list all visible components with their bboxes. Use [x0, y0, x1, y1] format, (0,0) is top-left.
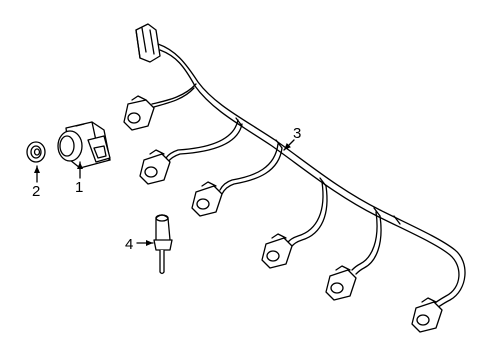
callout-4: 4 — [125, 236, 133, 253]
harness-connector-1 — [123, 95, 155, 131]
harness-connector-2 — [139, 149, 171, 185]
grommet-ring — [26, 141, 46, 163]
temperature-sensor — [153, 214, 173, 275]
parking-sensor — [57, 121, 111, 169]
harness-connector-6 — [411, 297, 443, 333]
leader-line-3 — [283, 139, 295, 151]
wiring-harness — [123, 23, 466, 333]
callout-1: 1 — [75, 179, 83, 196]
harness-connector-3 — [191, 181, 223, 217]
harness-connector-4 — [261, 233, 293, 269]
callout-3: 3 — [293, 125, 301, 142]
harness-top-connector — [135, 23, 161, 63]
harness-connector-5 — [325, 265, 357, 301]
callout-2: 2 — [32, 183, 40, 200]
